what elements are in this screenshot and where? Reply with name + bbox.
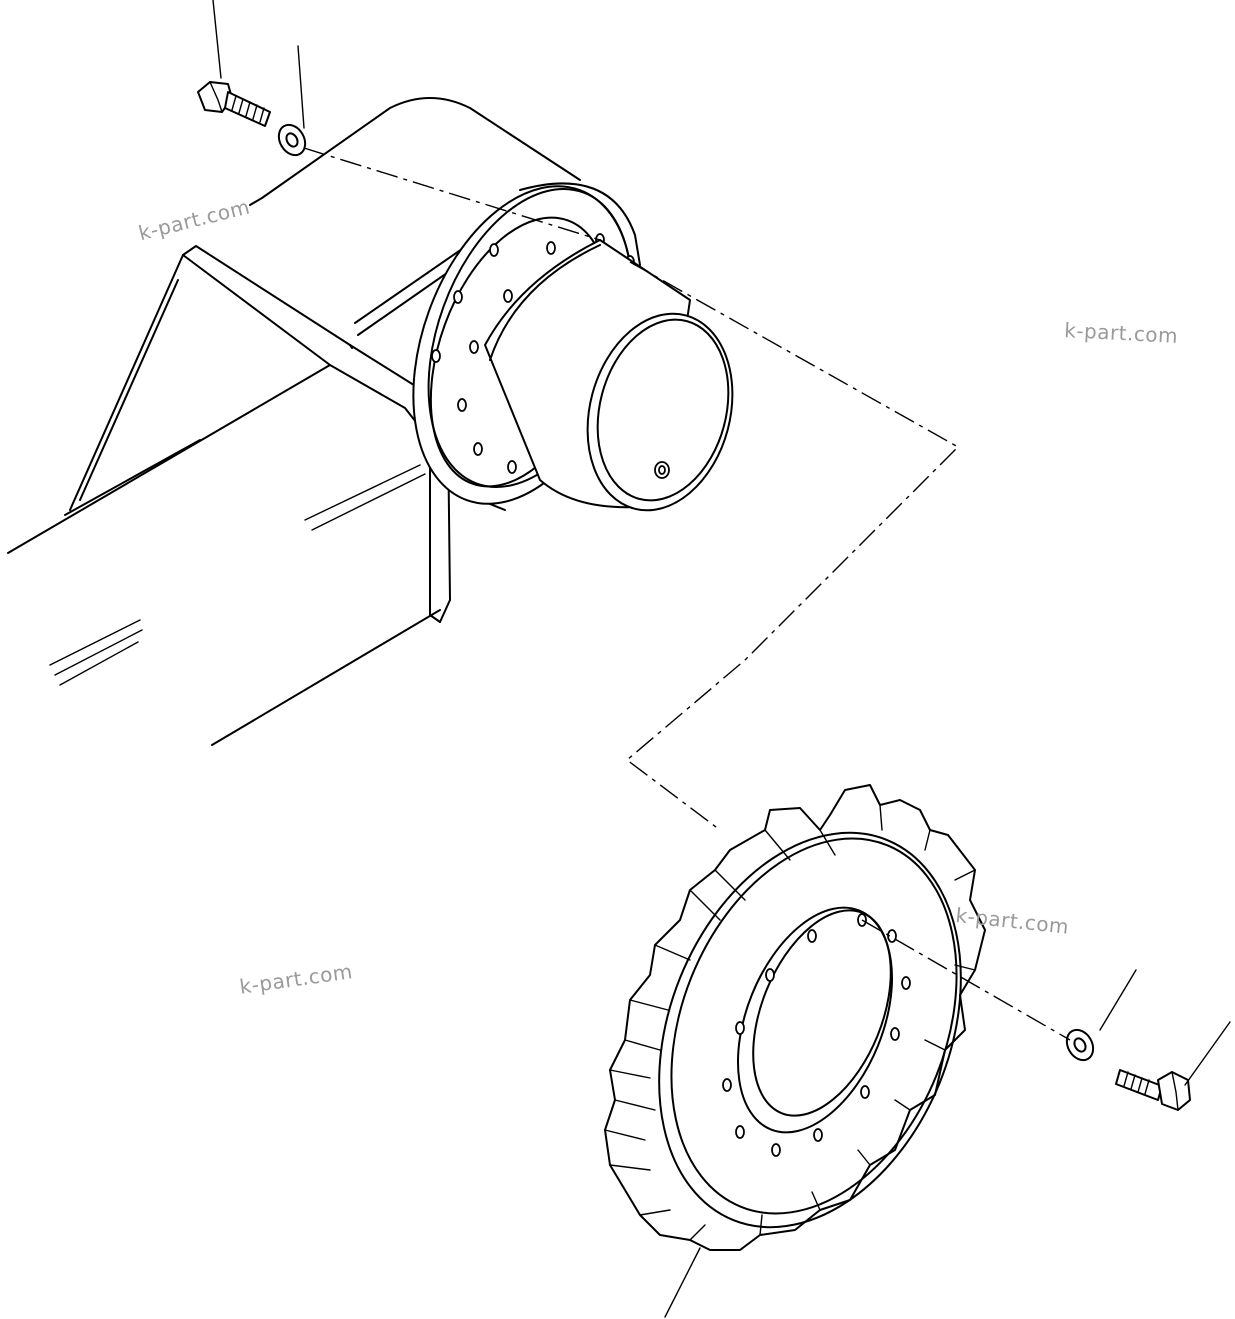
final-drive-motor [249,97,734,512]
drive-sprocket [604,784,986,1251]
washer-lower [1065,1028,1095,1062]
washer-upper [277,123,307,157]
bolt-upper [197,81,271,127]
assembly-centerlines [303,147,1071,1041]
leader-lines [212,0,1231,1318]
bolt-lower [1115,1069,1191,1111]
